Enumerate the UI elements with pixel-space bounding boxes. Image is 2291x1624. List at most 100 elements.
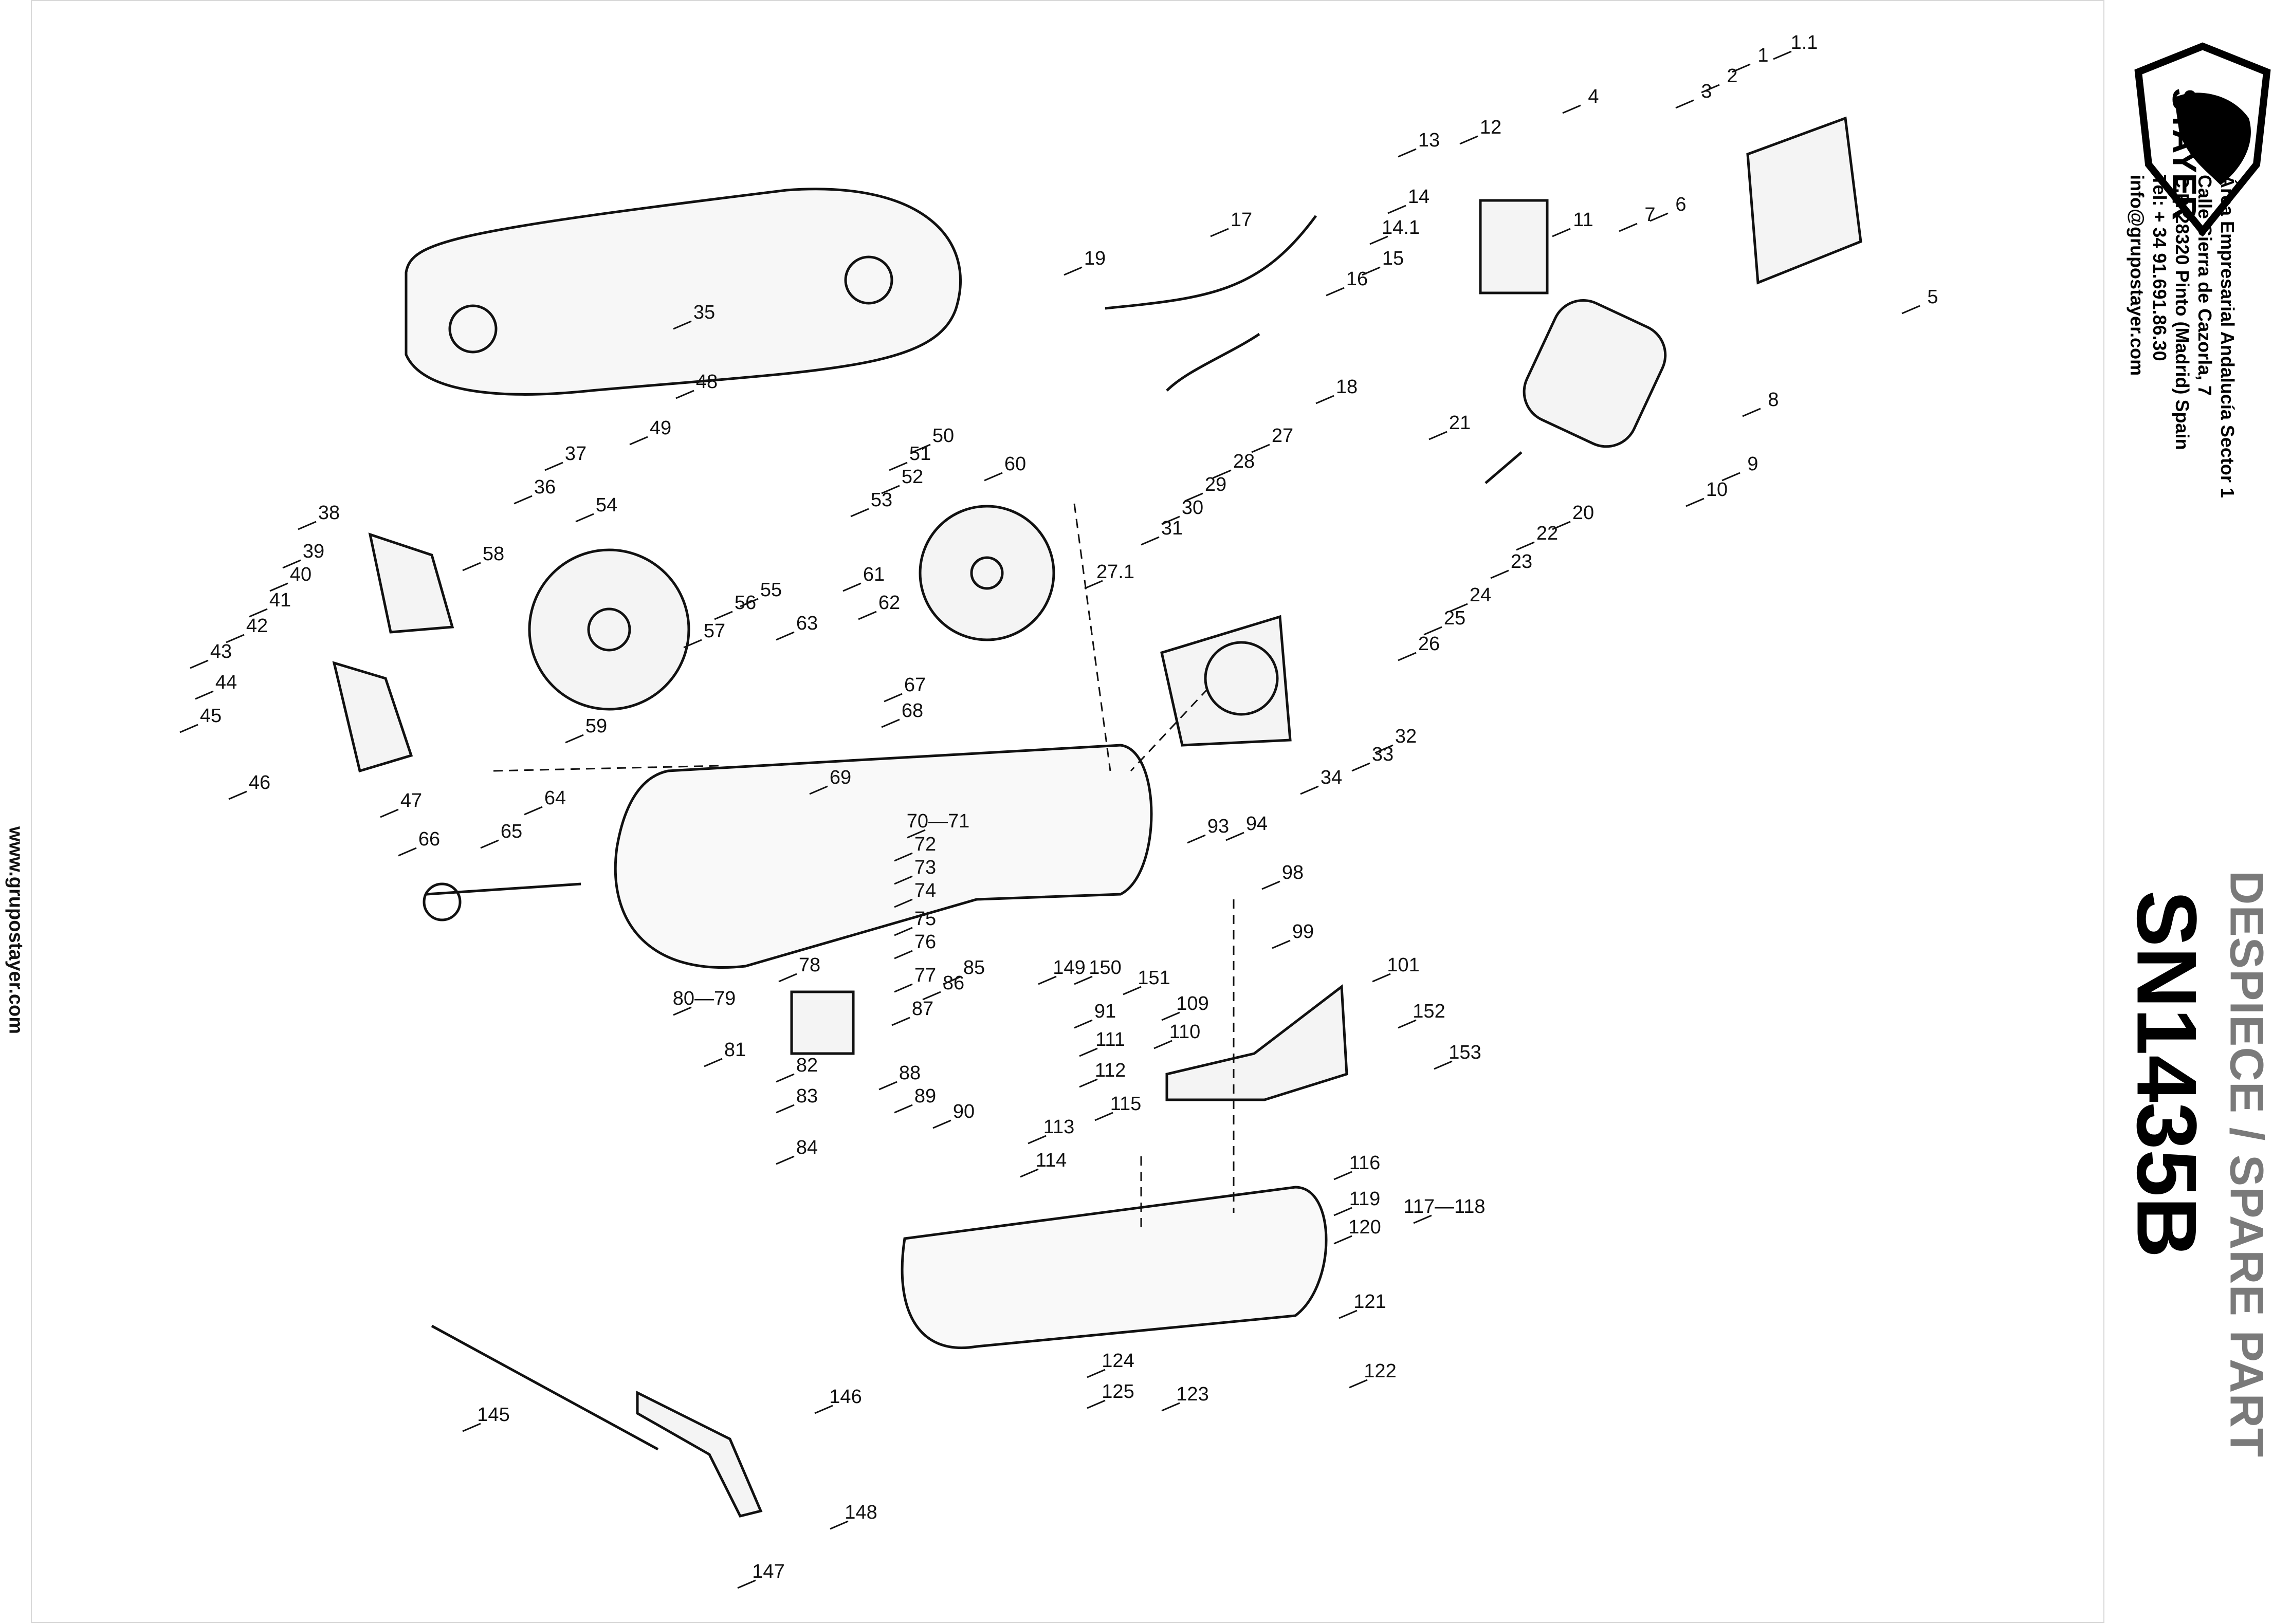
idler-wheel-hub bbox=[970, 556, 1004, 590]
leader-line bbox=[480, 839, 499, 849]
leader-line bbox=[514, 495, 533, 505]
part-number-label: 41 bbox=[269, 589, 291, 611]
leader-line bbox=[1272, 939, 1291, 949]
part-number-label: 44 bbox=[215, 672, 237, 693]
leader-line bbox=[1773, 50, 1792, 60]
part-number-label: 58 bbox=[483, 543, 504, 565]
leader-line bbox=[1490, 569, 1509, 579]
leader-line bbox=[907, 829, 926, 839]
part-number-label: 75 bbox=[914, 908, 936, 930]
part-number-label: 123 bbox=[1176, 1383, 1208, 1405]
switch-box bbox=[1479, 199, 1549, 294]
leader-line bbox=[544, 462, 563, 471]
leader-line bbox=[1074, 975, 1093, 985]
leader-line bbox=[462, 562, 481, 571]
leader-line bbox=[984, 472, 1003, 482]
part-number-label: 84 bbox=[796, 1137, 818, 1158]
leader-line bbox=[891, 1017, 910, 1026]
part-number-label: 15 bbox=[1382, 248, 1404, 269]
part-number-label: 5 bbox=[1927, 286, 1938, 308]
leader-line bbox=[462, 1423, 481, 1432]
boar-icon bbox=[2174, 93, 2251, 185]
leader-line bbox=[1398, 652, 1417, 661]
leader-line bbox=[1685, 497, 1704, 507]
part-number-label: 27.1 bbox=[1096, 561, 1134, 583]
leader-line bbox=[1064, 266, 1083, 276]
leader-line bbox=[1184, 492, 1203, 502]
part-number-label: 39 bbox=[303, 541, 324, 562]
part-number-label: 76 bbox=[914, 931, 936, 953]
leader-line bbox=[269, 582, 288, 592]
leader-line bbox=[1210, 228, 1229, 237]
part-number-label: 125 bbox=[1102, 1381, 1134, 1402]
leader-line bbox=[1251, 444, 1270, 453]
part-number-label: 54 bbox=[596, 494, 617, 516]
part-number-label: 55 bbox=[760, 579, 782, 601]
part-number-label: 10 bbox=[1706, 479, 1728, 501]
leader-line bbox=[1649, 212, 1669, 222]
leader-line bbox=[1449, 603, 1468, 613]
part-number-label: 81 bbox=[724, 1039, 746, 1061]
part-number-label: 50 bbox=[932, 425, 954, 447]
part-number-label: 146 bbox=[829, 1386, 862, 1408]
part-number-label: 34 bbox=[1321, 767, 1342, 788]
part-number-label: 62 bbox=[878, 592, 900, 614]
part-number-label: 67 bbox=[904, 674, 926, 696]
leader-line bbox=[1351, 762, 1370, 772]
part-number-label: 46 bbox=[249, 772, 270, 793]
part-number-label: 33 bbox=[1372, 744, 1394, 765]
drive-wheel bbox=[528, 548, 690, 711]
leader-line bbox=[943, 975, 962, 985]
part-number-label: 85 bbox=[963, 957, 985, 979]
part-number-label: 124 bbox=[1102, 1350, 1134, 1372]
part-number-label: 82 bbox=[796, 1055, 818, 1076]
leader-line bbox=[858, 611, 877, 620]
leader-line bbox=[1398, 1019, 1417, 1029]
part-number-label: 26 bbox=[1418, 633, 1440, 655]
leader-line bbox=[878, 1081, 897, 1091]
part-number-label: 148 bbox=[845, 1502, 877, 1523]
part-number-label: 18 bbox=[1336, 376, 1358, 398]
address-block: Área Empresarial Andalucía Sector 1 Call… bbox=[2125, 175, 2239, 637]
part-number-label: 53 bbox=[871, 489, 892, 511]
leader-line bbox=[1074, 1019, 1093, 1029]
leader-line bbox=[814, 1405, 833, 1414]
part-number-label: 14 bbox=[1408, 186, 1429, 208]
leader-line bbox=[922, 991, 941, 1001]
leader-line bbox=[1028, 1135, 1047, 1145]
saw-frame bbox=[614, 744, 1153, 969]
part-number-label: 90 bbox=[953, 1101, 975, 1122]
leader-line bbox=[894, 1104, 913, 1114]
part-number-label: 57 bbox=[704, 620, 725, 642]
part-number-label: 28 bbox=[1233, 451, 1255, 472]
leader-line bbox=[1901, 305, 1920, 315]
sidebar-panel bbox=[2105, 0, 2291, 1624]
part-number-label: 109 bbox=[1176, 993, 1208, 1014]
leader-line bbox=[842, 582, 862, 592]
leader-line bbox=[524, 806, 543, 816]
leader-line bbox=[894, 927, 913, 936]
leader-line bbox=[1387, 205, 1406, 214]
part-number-label: 66 bbox=[418, 828, 440, 850]
leader-line bbox=[1087, 1399, 1106, 1409]
leader-line bbox=[1213, 469, 1232, 479]
leader-line bbox=[1123, 986, 1142, 995]
cover-hole-right bbox=[844, 255, 893, 305]
leader-line bbox=[776, 631, 795, 641]
leader-line bbox=[1333, 1235, 1352, 1245]
part-number-label: 48 bbox=[696, 371, 718, 393]
part-number-label: 147 bbox=[752, 1561, 784, 1582]
part-number-label: 35 bbox=[693, 302, 715, 323]
part-number-label: 88 bbox=[899, 1062, 921, 1084]
leader-line bbox=[1038, 975, 1057, 985]
part-number-label: 150 bbox=[1089, 957, 1121, 979]
motor-shaft bbox=[1484, 451, 1523, 484]
part-number-label: 91 bbox=[1094, 1001, 1116, 1022]
part-number-label: 151 bbox=[1138, 967, 1170, 989]
stayer-logo bbox=[2134, 42, 2271, 236]
feed-knob bbox=[423, 882, 462, 921]
leader-line bbox=[881, 485, 900, 494]
part-number-label: 24 bbox=[1470, 584, 1491, 606]
